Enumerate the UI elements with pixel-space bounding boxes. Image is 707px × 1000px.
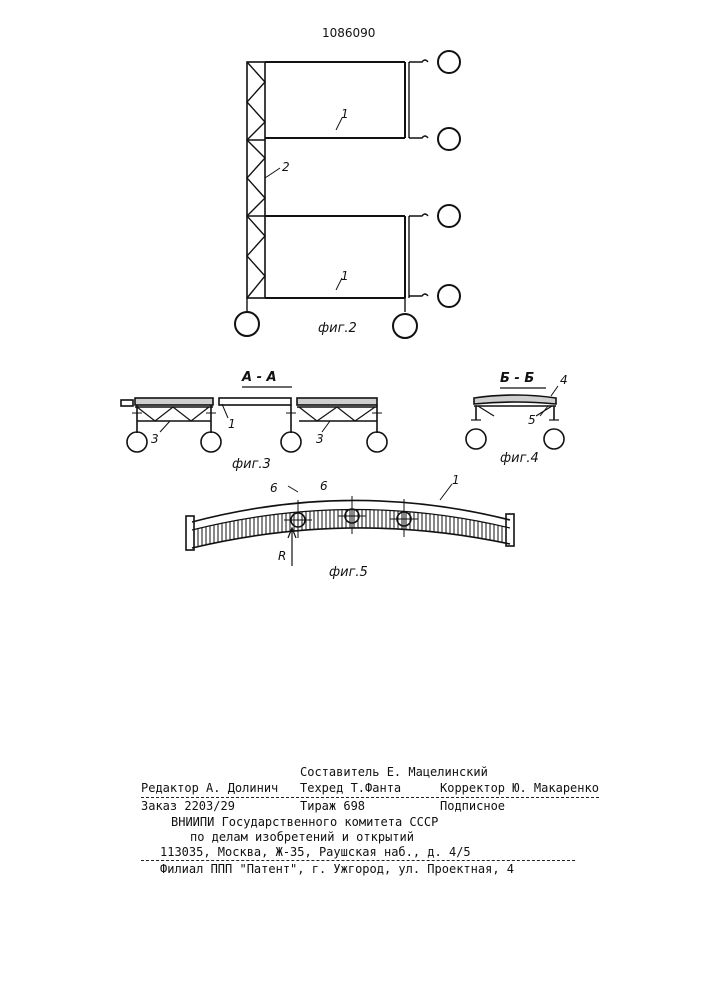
patent-number: 1086090 — [322, 26, 375, 40]
fig2-label-1-bottom: 1 — [341, 269, 349, 283]
imprint-subscription: Подписное — [440, 799, 505, 813]
fig4-wheel — [544, 429, 564, 449]
fig3-label-3-right: 3 — [316, 432, 324, 446]
fig3-wheel — [127, 432, 147, 452]
fig2-wheel — [438, 51, 460, 73]
imprint-org-line1: ВНИИПИ Государственного комитета СССР — [171, 815, 438, 829]
imprint-order: Заказ 2203/29 — [141, 799, 235, 813]
imprint-editor: Редактор А. Долинич — [141, 781, 278, 795]
fig3-wheel — [367, 432, 387, 452]
fig2-wheel — [235, 312, 259, 336]
fig5-label-1: 1 — [452, 473, 460, 487]
fig3-section-title: А - А — [241, 370, 277, 385]
imprint-rule-bottom — [141, 860, 575, 861]
imprint-branch: Филиал ППП "Патент", г. Ужгород, ул. Про… — [160, 862, 514, 876]
fig5-label-6-right: 6 — [320, 479, 328, 493]
fig4-caption: фиг.4 — [500, 451, 539, 466]
figure-3 — [121, 398, 387, 452]
imprint-techred: Техред Т.Фанта — [300, 781, 401, 795]
imprint-org-line2: по делам изобретений и открытий — [190, 830, 414, 844]
fig2-wheel — [438, 205, 460, 227]
fig3-label-1: 1 — [228, 417, 236, 431]
imprint-corrector: Корректор Ю. Макаренко — [440, 781, 599, 795]
imprint-rule-top — [141, 797, 599, 798]
fig4-section-title: Б - Б — [500, 371, 534, 386]
imprint-address: 113035, Москва, Ж-35, Раушская наб., д. … — [160, 845, 471, 859]
fig2-truss-zigzag — [247, 62, 265, 298]
fig5-caption: фиг.5 — [329, 565, 368, 580]
fig5-label-6-left: 6 — [270, 481, 278, 495]
fig4-label-5: 5 — [528, 413, 536, 427]
fig2-wheel — [438, 128, 460, 150]
fig3-label-3-left: 3 — [151, 432, 159, 446]
fig2-label-2: 2 — [282, 160, 290, 174]
figure-4 — [466, 386, 564, 449]
fig2-caption: фиг.2 — [318, 321, 357, 336]
fig3-wheel — [201, 432, 221, 452]
imprint-compiler: Составитель Е. Мацелинский — [300, 765, 488, 779]
fig4-wheel — [466, 429, 486, 449]
fig3-wheel — [281, 432, 301, 452]
fig2-wheel — [393, 314, 417, 338]
figure-5 — [186, 484, 514, 566]
fig5-label-R: R — [278, 549, 286, 563]
figure-2 — [235, 51, 460, 338]
fig4-label-4: 4 — [560, 373, 568, 387]
imprint-circulation: Тираж 698 — [300, 799, 365, 813]
fig2-label-1-top: 1 — [341, 107, 349, 121]
fig3-caption: фиг.3 — [232, 457, 271, 472]
fig2-wheel — [438, 285, 460, 307]
